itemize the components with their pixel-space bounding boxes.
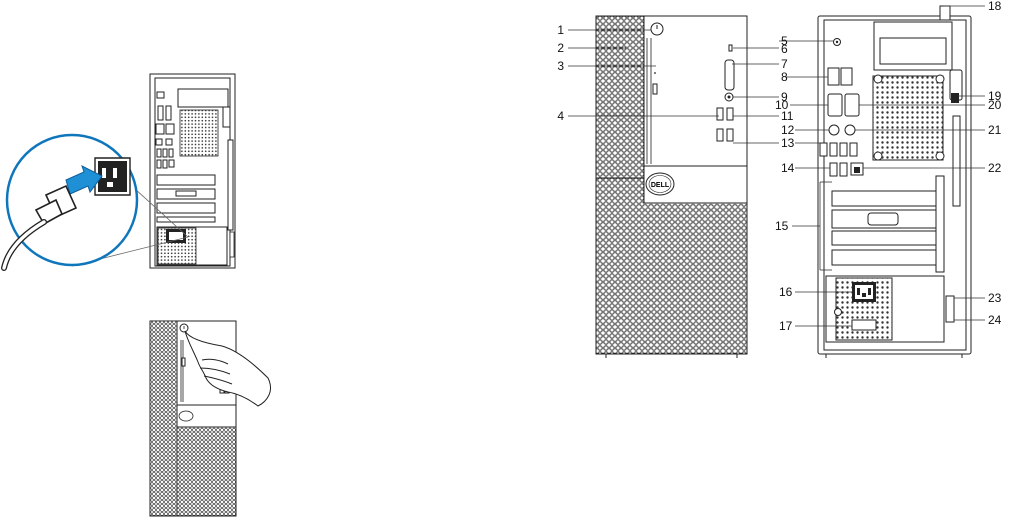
callout-1: 1 <box>557 23 564 37</box>
callout-7: 7 <box>781 57 788 71</box>
callout-2: 2 <box>557 41 564 55</box>
callout-17: 17 <box>779 319 793 333</box>
callout-20: 20 <box>988 98 1002 112</box>
callout-24: 24 <box>988 313 1002 327</box>
callout-18: 18 <box>988 0 1002 13</box>
callout-21: 21 <box>988 123 1002 137</box>
callout-8: 8 <box>781 70 788 84</box>
callout-22: 22 <box>988 161 1002 175</box>
rear-view-large <box>818 6 971 358</box>
callout-16: 16 <box>779 285 793 299</box>
rear-view-small <box>150 74 235 268</box>
dell-logo: DELL <box>651 182 670 189</box>
callout-14: 14 <box>781 161 795 175</box>
callout-13: 13 <box>781 136 795 150</box>
callout-4: 4 <box>557 109 564 123</box>
callout-11: 11 <box>781 109 794 123</box>
callout-6: 6 <box>781 42 788 56</box>
callout-12: 12 <box>781 123 795 137</box>
callout-23: 23 <box>988 291 1002 305</box>
front-view-large: DELL <box>596 16 747 358</box>
callout-15: 15 <box>775 219 789 233</box>
callout-3: 3 <box>557 59 564 73</box>
